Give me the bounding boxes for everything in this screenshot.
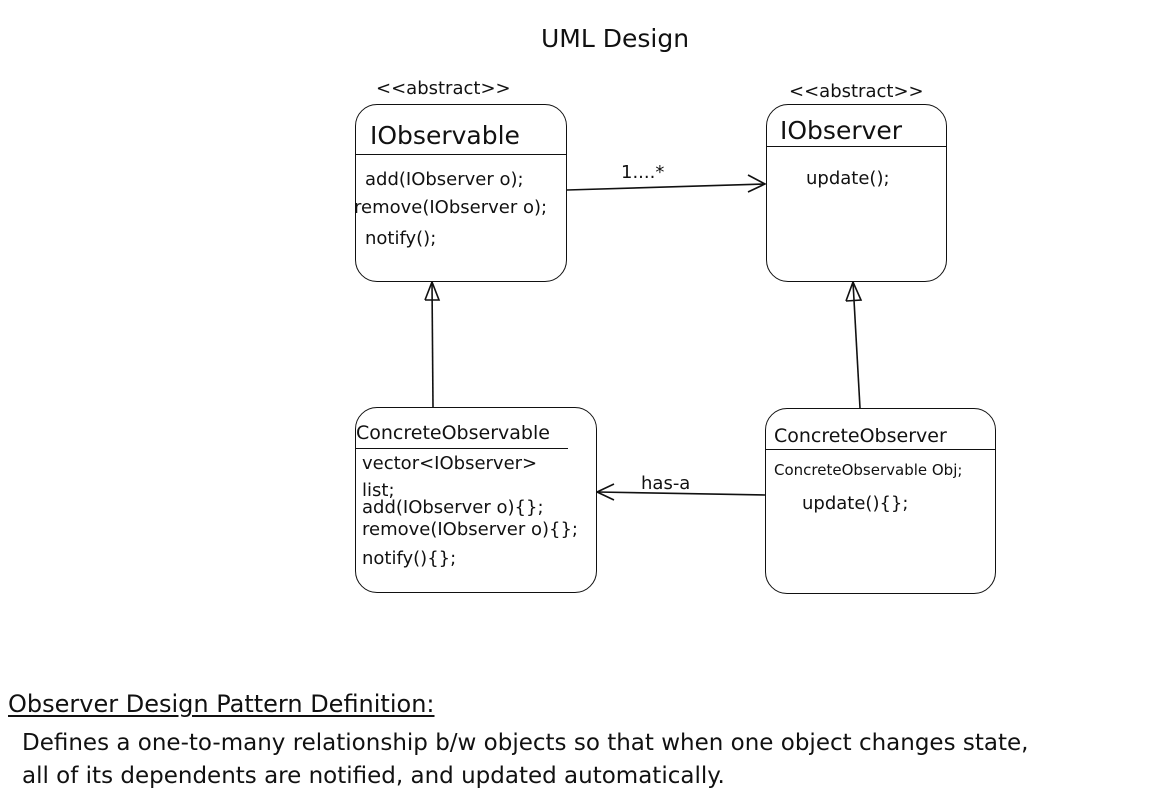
concrete-observer-class-box: ConcreteObserver ConcreteObservable Obj;… xyxy=(765,408,996,594)
concrete-observable-divider xyxy=(356,448,568,449)
inheritance-arrowhead-observable xyxy=(424,279,441,301)
concrete-observable-attribute: list; xyxy=(362,480,395,501)
iobservable-method: remove(IObserver o); xyxy=(354,197,548,218)
definition-line: Defines a one-to-many relationship b/w o… xyxy=(22,730,1029,756)
inheritance-line-observer xyxy=(852,281,861,409)
concrete-observer-attribute: ConcreteObservable Obj; xyxy=(774,461,963,479)
iobserver-method: update(); xyxy=(806,168,890,189)
definition-line: all of its dependents are notified, and … xyxy=(22,763,725,789)
has-a-label: has-a xyxy=(641,473,691,494)
concrete-observer-divider xyxy=(766,449,995,450)
concrete-observable-method: notify(){}; xyxy=(362,548,457,569)
has-a-line xyxy=(596,491,766,496)
has-a-arrowhead xyxy=(595,483,615,501)
iobservable-method: notify(); xyxy=(365,228,437,249)
iobserver-class-name: IObserver xyxy=(780,116,903,145)
concrete-observable-class-box: ConcreteObservable vector<IObserver> lis… xyxy=(355,407,597,593)
diagram-title: UML Design xyxy=(541,24,690,53)
iobservable-class-name: IObservable xyxy=(370,121,520,150)
concrete-observable-method: remove(IObserver o){}; xyxy=(362,519,578,540)
concrete-observer-class-name: ConcreteObserver xyxy=(774,425,947,447)
concrete-observable-method: add(IObserver o){}; xyxy=(362,497,544,518)
iobservable-stereotype: <<abstract>> xyxy=(376,78,511,99)
iobservable-method: add(IObserver o); xyxy=(365,169,524,190)
iobservable-divider xyxy=(356,154,566,155)
concrete-observable-attribute: vector<IObserver> xyxy=(362,453,538,474)
concrete-observer-method: update(){}; xyxy=(802,493,909,514)
association-multiplicity: 1....* xyxy=(621,162,665,183)
iobserver-class-box: IObserver update(); xyxy=(766,104,947,282)
concrete-observable-class-name: ConcreteObservable xyxy=(356,422,550,444)
association-line xyxy=(566,183,766,191)
inheritance-line-observable xyxy=(431,281,434,408)
definition-heading: Observer Design Pattern Definition: xyxy=(8,690,435,718)
association-arrowhead xyxy=(747,174,767,193)
iobserver-divider xyxy=(767,146,947,147)
iobserver-stereotype: <<abstract>> xyxy=(789,81,924,102)
iobservable-class-box: IObservable add(IObserver o); remove(IOb… xyxy=(354,104,567,282)
inheritance-arrowhead-observer xyxy=(845,279,863,302)
